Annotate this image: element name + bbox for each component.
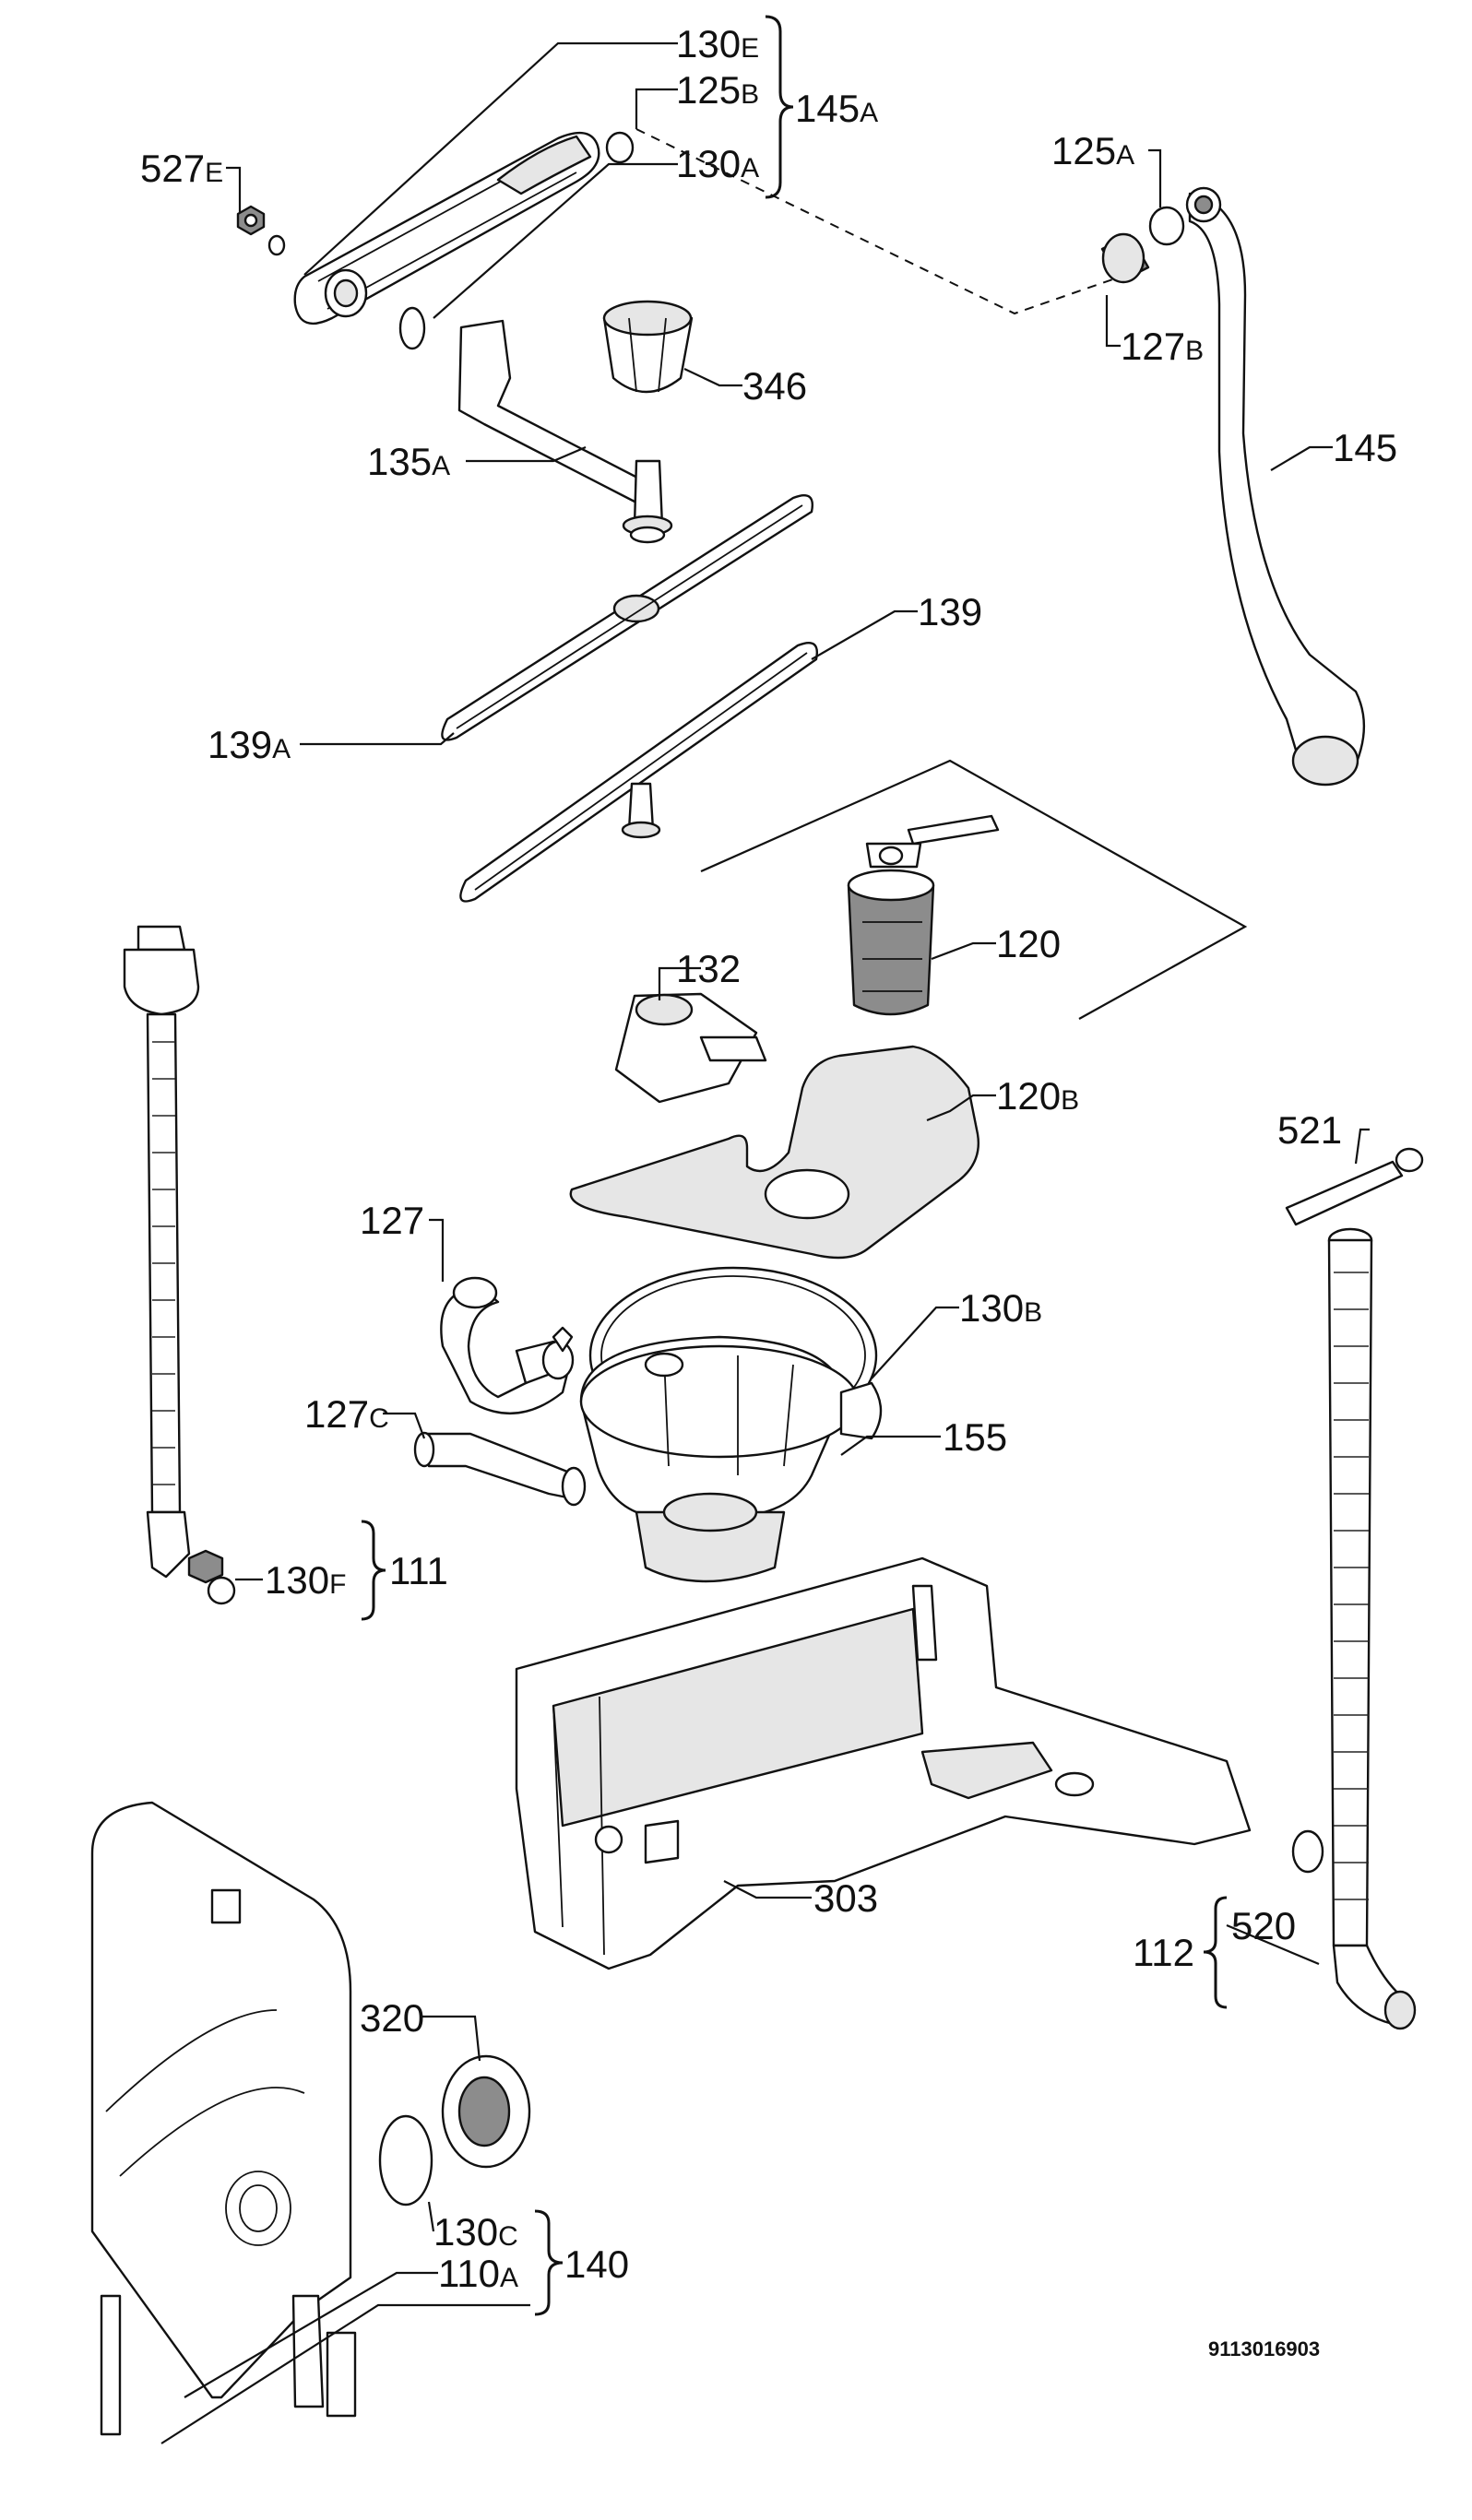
label-139: 139 (918, 590, 982, 633)
lower-spray-arm-139 (459, 641, 818, 903)
label-130c: 130C (433, 2210, 518, 2254)
drain-hose-145 (1185, 186, 1365, 787)
label-130f: 130F (265, 1558, 346, 1602)
label-127c: 127C (304, 1392, 389, 1436)
label-130a: 130A (676, 142, 759, 185)
inlet-hose-111 (123, 925, 236, 1605)
pipe-127c (413, 1431, 587, 1507)
spray-pipe-135a (457, 319, 673, 544)
drain-hose-112 (1327, 1227, 1417, 2030)
label-127: 127 (360, 1199, 424, 1242)
label-125b: 125B (676, 68, 759, 112)
label-140: 140 (564, 2242, 629, 2286)
salt-container-140 (90, 1801, 357, 2436)
label-120: 120 (996, 922, 1061, 965)
label-320: 320 (360, 1996, 424, 2040)
seal-ring-130a (398, 306, 426, 350)
base-frame-303 (515, 1556, 1252, 1970)
label-139a: 139A (208, 723, 291, 766)
seal-ring-130c (378, 2114, 433, 2206)
label-527e: 527E (140, 147, 223, 190)
pump-part-132 (614, 992, 767, 1104)
lower-spray-arm-139a (441, 493, 813, 741)
label-145a: 145A (795, 87, 878, 130)
o-ring-125a (1148, 206, 1185, 246)
label-303: 303 (813, 1876, 878, 1920)
hose-connection-dashed-line (635, 128, 1122, 315)
label-111: 111 (389, 1549, 448, 1592)
label-155: 155 (943, 1415, 1007, 1459)
o-ring-125b (605, 131, 635, 164)
sump-155 (579, 1335, 883, 1583)
label-145: 145 (1333, 426, 1397, 469)
nut-527e (236, 205, 266, 236)
filter-plate-120b (569, 1045, 979, 1260)
spray-nozzle-346 (602, 300, 694, 394)
small-seal-ring (267, 234, 286, 256)
label-130b: 130B (959, 1286, 1042, 1330)
filter-cylinder-120 (847, 814, 1000, 1016)
label-110a: 110A (438, 2252, 518, 2295)
label-112: 112 (1133, 1931, 1194, 1974)
callout-labels: 130E 125B 145A 130A 527E 125A 127B 346 1… (140, 22, 1397, 2295)
label-130e: 130E (676, 22, 759, 65)
label-127b: 127B (1121, 325, 1204, 368)
pipe-127 (440, 1276, 575, 1415)
label-132: 132 (676, 947, 741, 990)
label-135a: 135A (367, 440, 450, 483)
document-number: 9113016903 (1208, 2337, 1320, 2360)
braces (361, 15, 1228, 2316)
connector-127b (1100, 232, 1150, 284)
seal-520 (1291, 1829, 1324, 1874)
label-346: 346 (742, 364, 807, 408)
seal-320 (441, 2054, 531, 2169)
filter-assembly-bracket-lines (700, 759, 1248, 1020)
label-120b: 120B (996, 1074, 1079, 1118)
label-521: 521 (1277, 1108, 1342, 1152)
clamp-521 (1285, 1147, 1424, 1226)
leader-lines (160, 41, 1370, 2444)
label-125a: 125A (1051, 129, 1134, 172)
label-520: 520 (1231, 1904, 1296, 1947)
upper-spray-arm-assembly (293, 131, 600, 325)
